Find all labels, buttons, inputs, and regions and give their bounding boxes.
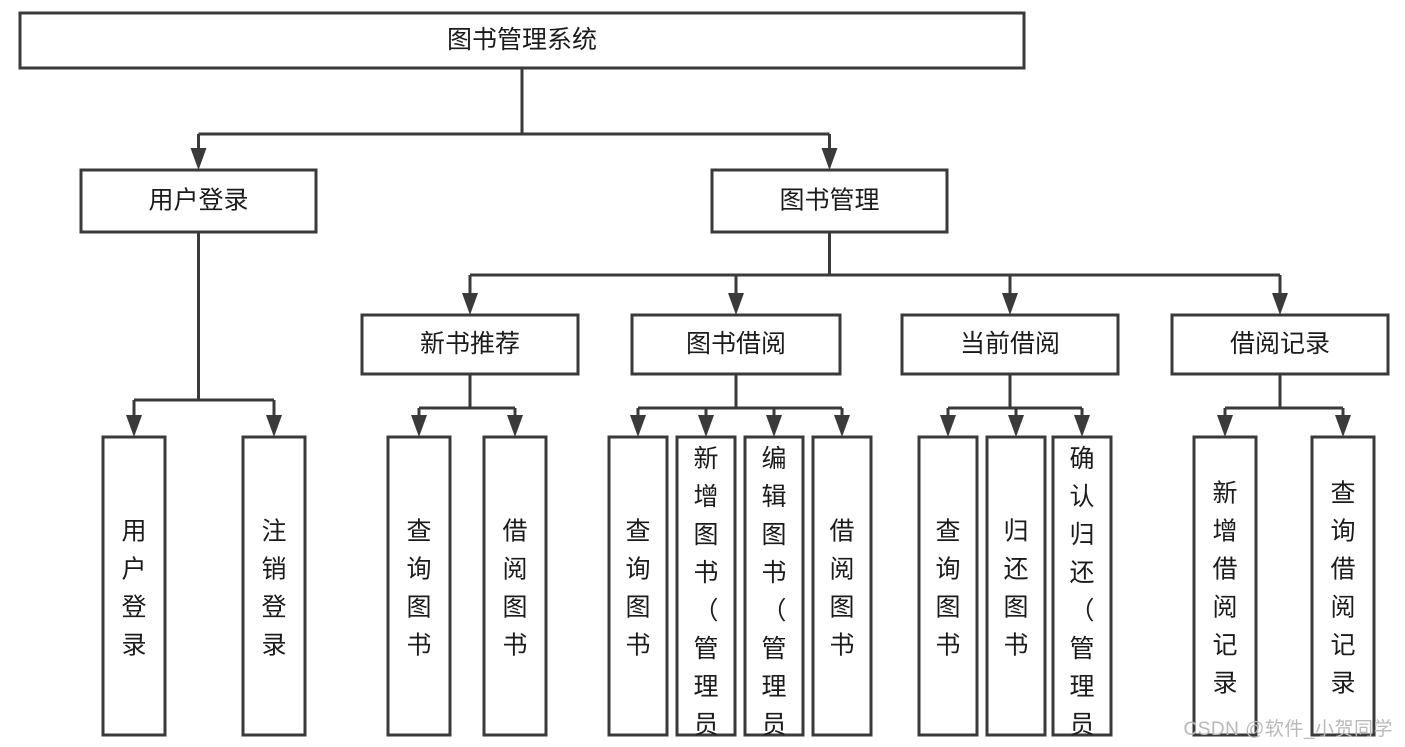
node-leaf-confirm-return-admin[interactable]: 确认归还（管理员）: [1051, 435, 1113, 747]
arrow-head-icon-new-book-recommend: [462, 293, 478, 315]
node-leaf-add-book-admin[interactable]: 新增图书（管理员）: [675, 435, 737, 747]
node-leaf-query-book-current[interactable]: 查询图书: [917, 435, 979, 737]
node-box-leaf-query-borrow-record: [1310, 435, 1376, 737]
node-box-leaf-user-login: [101, 435, 167, 737]
arrow-head-icon-leaf-borrow-book-recommend: [507, 415, 523, 437]
node-new-book-recommend[interactable]: 新书推荐: [360, 313, 580, 376]
arrow-head-icon-leaf-query-book-borrow: [630, 415, 646, 437]
node-box-leaf-query-book-current: [917, 435, 979, 737]
node-leaf-query-book-borrow[interactable]: 查询图书: [607, 435, 669, 737]
node-book-manage[interactable]: 图书管理: [710, 168, 949, 234]
node-box-current-borrow: [900, 313, 1120, 376]
node-leaf-borrow-book[interactable]: 借阅图书: [811, 435, 873, 737]
node-box-leaf-borrow-book: [811, 435, 873, 737]
node-label-leaf-logout-login: 注销登录: [261, 518, 286, 660]
node-leaf-return-book[interactable]: 归还图书: [985, 435, 1047, 737]
arrow-head-icon-leaf-add-borrow-record: [1217, 415, 1233, 437]
connector-edges: [126, 68, 1351, 437]
arrow-head-icon-book-borrow: [728, 293, 744, 315]
node-box-leaf-confirm-return-admin: [1051, 435, 1113, 737]
arrow-head-icon-leaf-user-login: [126, 415, 142, 437]
node-box-borrow-record: [1170, 313, 1390, 376]
arrow-head-icon-leaf-add-book-admin: [698, 415, 714, 437]
arrow-head-icon-borrow-record: [1272, 293, 1288, 315]
node-box-root: [18, 11, 1026, 70]
node-box-user-login: [79, 168, 318, 234]
node-book-borrow[interactable]: 图书借阅: [630, 313, 842, 376]
node-boxes: 图书管理系统用户登录图书管理新书推荐图书借阅当前借阅借阅记录用户登录注销登录查询…: [18, 11, 1390, 747]
node-leaf-query-book-recommend[interactable]: 查询图书: [386, 435, 452, 737]
node-label-leaf-query-book-recommend: 查询图书: [406, 518, 431, 660]
arrow-head-icon-leaf-confirm-return-admin: [1074, 415, 1090, 437]
arrow-head-icon-book-manage: [821, 148, 838, 170]
node-label-leaf-user-login: 用户登录: [121, 518, 146, 660]
node-label-leaf-borrow-book: 借阅图书: [829, 518, 854, 660]
node-label-leaf-query-book-borrow: 查询图书: [625, 518, 650, 660]
node-box-leaf-add-book-admin: [675, 435, 737, 737]
arrow-head-icon-leaf-query-book-recommend: [411, 415, 427, 437]
node-leaf-query-borrow-record[interactable]: 查询借阅记录: [1310, 435, 1376, 737]
node-label-leaf-add-book-admin: 新增图书（管理员）: [693, 445, 718, 747]
node-label-leaf-return-book: 归还图书: [1003, 518, 1028, 660]
arrow-head-icon-leaf-logout-login: [266, 415, 282, 437]
node-box-leaf-add-borrow-record: [1192, 435, 1258, 737]
node-box-book-borrow: [630, 313, 842, 376]
node-label-book-borrow: 图书借阅: [686, 330, 786, 358]
node-label-borrow-record: 借阅记录: [1230, 330, 1330, 358]
arrow-head-icon-user-login: [190, 148, 207, 170]
node-label-leaf-borrow-book-recommend: 借阅图书: [502, 518, 527, 660]
node-label-book-manage: 图书管理: [779, 187, 879, 215]
node-label-current-borrow: 当前借阅: [960, 330, 1060, 358]
node-label-leaf-add-borrow-record: 新增借阅记录: [1212, 480, 1237, 698]
arrow-head-icon-leaf-query-borrow-record: [1335, 415, 1351, 437]
node-leaf-borrow-book-recommend[interactable]: 借阅图书: [482, 435, 548, 737]
node-label-user-login: 用户登录: [148, 187, 248, 215]
node-user-login[interactable]: 用户登录: [79, 168, 318, 234]
arrow-head-icon-leaf-borrow-book: [834, 415, 850, 437]
node-box-new-book-recommend: [360, 313, 580, 376]
node-box-leaf-logout-login: [241, 435, 307, 737]
node-leaf-logout-login[interactable]: 注销登录: [241, 435, 307, 737]
arrow-head-icon-current-borrow: [1002, 293, 1018, 315]
node-box-leaf-query-book-borrow: [607, 435, 669, 737]
node-box-leaf-return-book: [985, 435, 1047, 737]
node-leaf-add-borrow-record[interactable]: 新增借阅记录: [1192, 435, 1258, 737]
node-label-leaf-confirm-return-admin: 确认归还（管理员）: [1069, 445, 1094, 747]
arrow-head-icon-leaf-query-book-current: [940, 415, 956, 437]
node-box-leaf-borrow-book-recommend: [482, 435, 548, 737]
node-label-new-book-recommend: 新书推荐: [420, 330, 520, 358]
node-leaf-edit-book-admin[interactable]: 编辑图书（管理员）: [743, 435, 805, 747]
arrow-head-icon-leaf-return-book: [1008, 415, 1024, 437]
node-label-root: 图书管理系统: [447, 26, 597, 54]
node-root[interactable]: 图书管理系统: [18, 11, 1026, 70]
node-label-leaf-query-book-current: 查询图书: [935, 518, 960, 660]
node-borrow-record[interactable]: 借阅记录: [1170, 313, 1390, 376]
node-box-book-manage: [710, 168, 949, 234]
node-box-leaf-query-book-recommend: [386, 435, 452, 737]
node-box-leaf-edit-book-admin: [743, 435, 805, 737]
node-leaf-user-login[interactable]: 用户登录: [101, 435, 167, 737]
node-label-leaf-edit-book-admin: 编辑图书（管理员）: [761, 445, 786, 747]
node-current-borrow[interactable]: 当前借阅: [900, 313, 1120, 376]
node-label-leaf-query-borrow-record: 查询借阅记录: [1330, 480, 1355, 698]
arrow-head-icon-leaf-edit-book-admin: [766, 415, 782, 437]
